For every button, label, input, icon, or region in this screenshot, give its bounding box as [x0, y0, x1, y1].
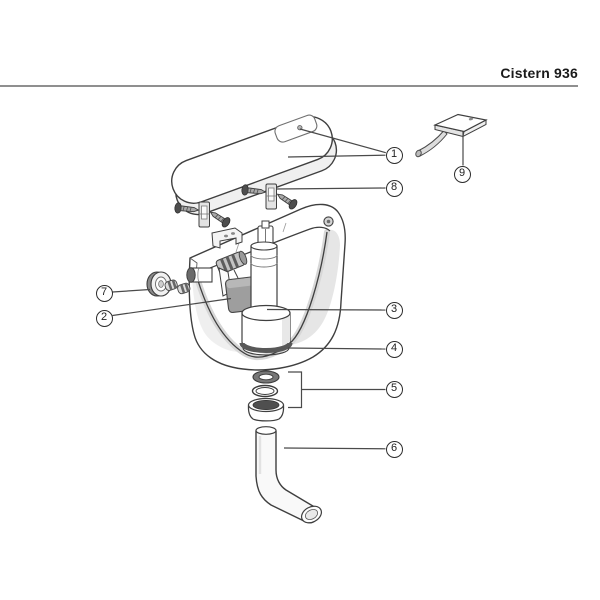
leader-1b [287, 154, 386, 158]
actuator-plate [415, 113, 488, 158]
callout-1: 1 [385, 146, 403, 164]
flush-pipe [255, 426, 323, 524]
callout-7: 7 [95, 284, 113, 302]
header-rule [0, 85, 578, 87]
callout-4-number: 4 [390, 341, 398, 354]
callout-6-number: 6 [390, 441, 398, 454]
seal-kit [247, 370, 285, 422]
leader-8 [275, 187, 386, 190]
screw-icon [209, 211, 231, 228]
leader-3 [266, 308, 386, 311]
page-title: Cistern 936 [500, 65, 578, 81]
actuator-cable [417, 129, 448, 157]
callout-5-number: 5 [390, 381, 398, 394]
leader-2 [112, 297, 232, 317]
callout-4: 4 [385, 340, 403, 358]
leader-5-bracket [288, 371, 303, 409]
rim-bracket [211, 227, 243, 249]
leader-6 [283, 447, 386, 450]
screw-icon [241, 184, 267, 196]
lid-button-recess [274, 114, 318, 143]
callout-2-number: 2 [100, 310, 108, 323]
callout-8: 8 [385, 179, 403, 197]
callout-6: 6 [385, 440, 403, 458]
clip-icon [198, 201, 210, 228]
lid-fixing-set-a [174, 201, 231, 228]
lid-fixing-set-b [241, 183, 298, 210]
leader-4 [287, 347, 386, 350]
valve-cam [215, 250, 248, 274]
callout-3: 3 [385, 301, 403, 319]
callout-9-number: 9 [458, 166, 466, 179]
screw-icon [276, 193, 298, 210]
callout-8-number: 8 [390, 180, 398, 193]
corner-boss-hole [326, 219, 331, 224]
cistern-lid [171, 114, 338, 216]
callout-2: 2 [95, 309, 113, 327]
inlet-fitting [146, 271, 191, 297]
inlet-washers [164, 279, 191, 295]
leader-1a [299, 128, 386, 154]
screw-icon [174, 202, 200, 214]
callout-3-number: 3 [390, 302, 398, 315]
callout-9: 9 [453, 165, 471, 183]
callout-5: 5 [385, 380, 403, 398]
leader-lines [112, 128, 464, 450]
leader-7 [112, 288, 151, 293]
callout-7-number: 7 [100, 285, 108, 298]
callout-1-number: 1 [390, 147, 398, 160]
clip-icon [265, 183, 277, 210]
